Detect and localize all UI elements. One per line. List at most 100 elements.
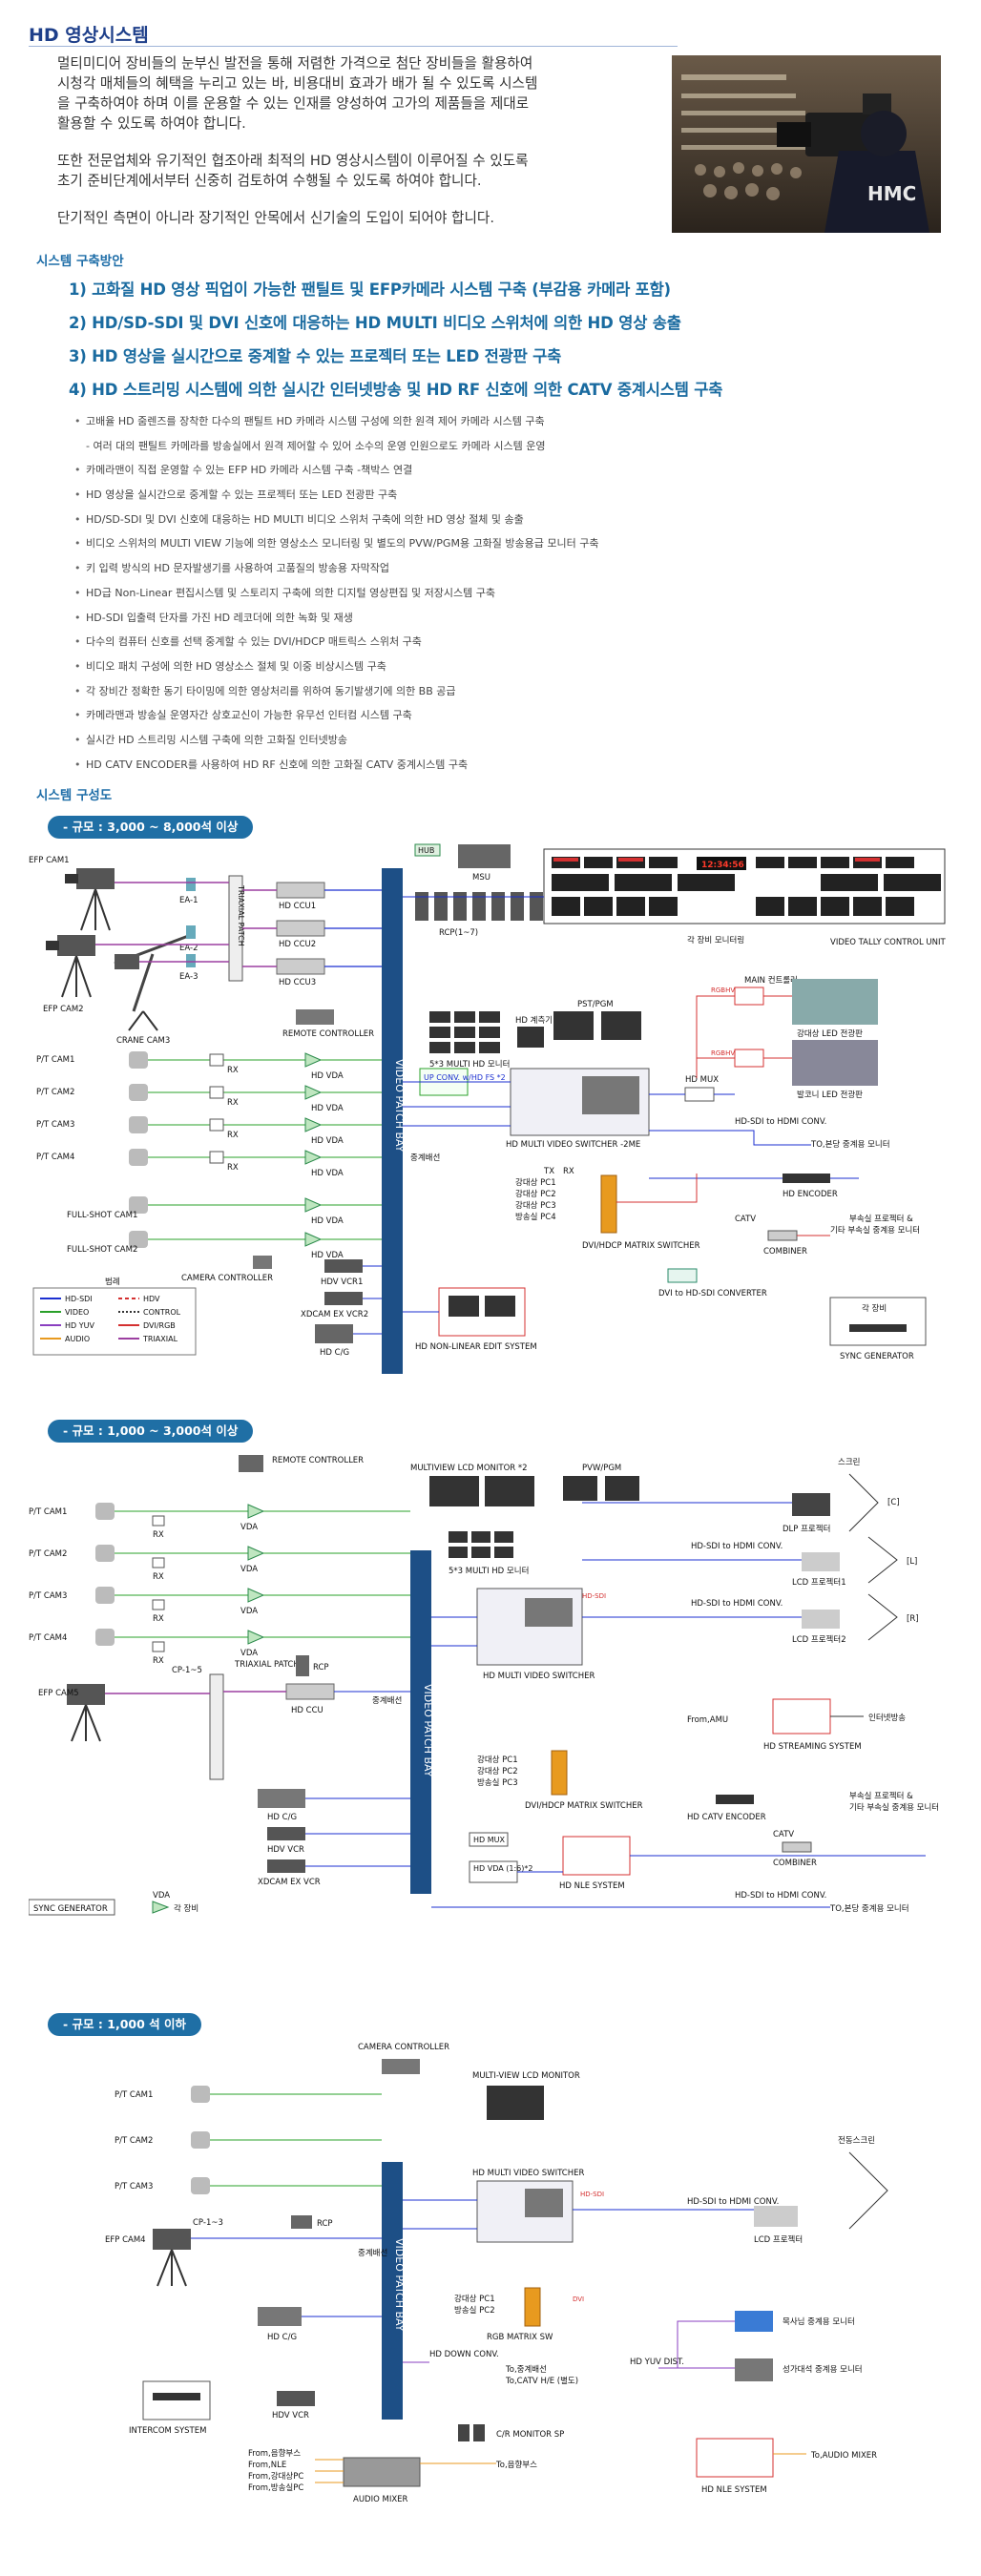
svg-text:CP-1~5: CP-1~5: [172, 1666, 202, 1675]
scale-badge-3: - 규모 : 1,000 석 이하: [48, 2013, 201, 2036]
feature-item: 비디오 패치 구성에 의한 HD 영상소스 절체 및 이중 비상시스템 구축: [74, 657, 895, 682]
pvw-pgm-label: PVW/PGM: [582, 1464, 621, 1473]
ccu-units: HD CCU1 HD CCU2 HD CCU3: [276, 882, 325, 987]
hd-mux-label: HD MUX: [685, 1075, 719, 1085]
multiview-lcd-label: MULTI-VIEW LCD MONITOR: [472, 2071, 580, 2081]
feature-item: 고배율 HD 줌렌즈를 장착한 다수의 팬틸트 HD 카메라 시스템 구성에 의…: [74, 412, 895, 437]
msu-device: [458, 844, 511, 868]
hdmi-conv-label: HD-SDI to HDMI CONV.: [735, 1117, 826, 1127]
choir-monitor-label: 성가대석 중계용 모니터: [783, 2364, 863, 2375]
svg-text:HD-SDI to HDMI CONV.: HD-SDI to HDMI CONV.: [691, 1599, 783, 1609]
dlp-label: DLP 프로젝터: [783, 1524, 830, 1534]
intro-paragraph-3: 단기적인 측면이 아니라 장기적인 안목에서 신기술의 도입이 되어야 합니다.: [57, 210, 494, 226]
monitoring-label: 각 장비 모니터링: [687, 935, 744, 945]
catv-label: CATV: [735, 1215, 756, 1224]
catv-encoder-label: HD CATV ENCODER: [687, 1813, 766, 1822]
led-main-label: 강대상 LED 전광판: [797, 1028, 863, 1039]
legend-item: VIDEO: [65, 1308, 89, 1317]
svg-text:HD VDA: HD VDA: [311, 1104, 344, 1113]
svg-text:HD C/G: HD C/G: [267, 2333, 297, 2342]
tally-clock: 12:34:56: [701, 861, 744, 870]
main-controller-label: MAIN 컨트롤러: [744, 975, 798, 986]
svg-text:P/T CAM2: P/T CAM2: [29, 1549, 67, 1559]
lcd-projector-label: LCD 프로젝터: [754, 2234, 803, 2245]
svg-text:RX: RX: [153, 1614, 164, 1624]
intro-line: 을 구축하여야 하며 이를 운용할 수 있는 인재를 양성하여 고가의 제품들을…: [57, 95, 530, 112]
feature-item: 카메라맨과 방송실 운영자간 상호교신이 가능한 유무선 인터컴 시스템 구축: [74, 706, 895, 731]
triax-patch-label: TRIAXIAL PATCH: [237, 884, 245, 946]
feature-item: HD-SDI 입출력 단자를 가진 HD 레코더에 의한 녹화 및 재생: [74, 609, 895, 634]
system-diagram-small: VIDEO PATCH BAY CAMERA CONTROLLER P/T CA…: [29, 2038, 959, 2563]
down-conv-label: HD DOWN CONV.: [429, 2350, 499, 2359]
audio-mixer-label: AUDIO MIXER: [353, 2495, 408, 2504]
feature-item: 카메라맨이 직접 운영할 수 있는 EFP HD 카메라 시스템 구축 -책박스…: [74, 461, 895, 486]
plan-item-1: 1) 고화질 HD 영상 픽업이 가능한 팬틸트 및 EFP카메라 시스템 구축…: [69, 280, 671, 299]
svg-text:VDA: VDA: [240, 1607, 258, 1616]
cg-label: HD C/G: [320, 1348, 349, 1358]
multi-monitor-label: 5*3 MULTI HD 모니터: [429, 1059, 510, 1070]
intro-line: 멀티미디어 장비들의 눈부신 발전을 통해 저렴한 가격으로 첨단 장비들을 활…: [57, 55, 533, 72]
dvi-conv-label: DVI to HD-SDI CONVERTER: [658, 1289, 767, 1298]
svg-text:From,강대상PC: From,강대상PC: [248, 2471, 303, 2482]
svg-text:각 장비: 각 장비: [174, 1903, 198, 1914]
full-shot-cam1-label: FULL-SHOT CAM1: [67, 1211, 137, 1220]
svg-text:각 장비: 각 장비: [862, 1303, 887, 1314]
pastor-monitor-label: 목사님 중계용 모니터: [783, 2316, 855, 2327]
svg-text:HD VDA (1:6)*2: HD VDA (1:6)*2: [473, 1864, 532, 1873]
title-divider: [29, 46, 678, 47]
svg-text:RX: RX: [227, 1066, 239, 1075]
svg-text:RX: RX: [227, 1098, 239, 1108]
svg-text:[C]: [C]: [887, 1498, 900, 1507]
svg-text:TX: TX: [543, 1167, 554, 1176]
camera-controller-label: CAMERA CONTROLLER: [181, 1274, 273, 1283]
efp-cam1-label: EFP CAM1: [29, 856, 70, 865]
legend-item: AUDIO: [65, 1335, 90, 1343]
legend-item: CONTROL: [143, 1308, 181, 1317]
efp-cam5-label: EFP CAM5: [38, 1689, 79, 1698]
svg-text:EA-2: EA-2: [179, 944, 198, 953]
internet-broadcast-label: 인터넷방송: [868, 1713, 906, 1723]
svg-text:RX: RX: [227, 1163, 239, 1173]
pc2-label: 강대상 PC2: [515, 1189, 556, 1199]
sync-generator-label-2: SYNC GENERATOR: [33, 1904, 108, 1914]
yuv-dist-label: HD YUV DIST.: [630, 2358, 684, 2367]
svg-text:XDCAM EX VCR: XDCAM EX VCR: [258, 1878, 321, 1887]
led-balcony-label: 발코니 LED 전광판: [797, 1090, 863, 1100]
catv-sub-label: 부속실 프로젝터 &: [849, 1214, 913, 1224]
patch-bay-label: VIDEO PATCH BAY: [393, 1059, 406, 1153]
plan-item-4: 4) HD 스트리밍 시스템에 의한 실시간 인터넷방송 및 HD RF 신호에…: [69, 381, 723, 399]
intro-paragraph-2: 또한 전문업체와 유기적인 협조아래 최적의 HD 영상시스템이 이루어질 수 …: [57, 151, 639, 191]
svg-text:RX: RX: [153, 1656, 164, 1666]
plan-item-3: 3) HD 영상을 실시간으로 중계할 수 있는 프로젝터 또는 LED 전광판…: [69, 347, 562, 365]
svg-text:RX: RX: [563, 1167, 574, 1176]
switcher-label-3: HD MULTI VIDEO SWITCHER: [472, 2169, 584, 2178]
svg-text:기타 부속실 중계용 모니터: 기타 부속실 중계용 모니터: [849, 1802, 939, 1813]
svg-text:강대상 PC2: 강대상 PC2: [477, 1766, 518, 1776]
svg-text:방송실 PC3: 방송실 PC3: [477, 1777, 518, 1788]
svg-text:CP-1~3: CP-1~3: [193, 2218, 223, 2228]
legend-item: HDV: [143, 1295, 160, 1303]
switcher-label-2: HD MULTI VIDEO SWITCHER: [483, 1672, 595, 1681]
patch-bay-label-3: VIDEO PATCH BAY: [393, 2238, 406, 2332]
pt-cam3-label: P/T CAM3: [36, 1120, 74, 1130]
svg-text:EA-1: EA-1: [179, 896, 198, 905]
svg-text:강대상 PC1: 강대상 PC1: [477, 1755, 518, 1765]
svg-text:RX: RX: [227, 1131, 239, 1140]
svg-text:P/T CAM3: P/T CAM3: [29, 1591, 67, 1601]
svg-text:HD VDA: HD VDA: [311, 1216, 344, 1226]
svg-text:RX: RX: [153, 1530, 164, 1540]
feature-item: 각 장비간 정확한 동기 타이밍에 의한 영상처리를 위하여 동기발생기에 의한…: [74, 682, 895, 707]
svg-text:COMBINER: COMBINER: [773, 1859, 817, 1868]
svg-text:중계배선: 중계배선: [358, 2248, 387, 2258]
svg-text:HD-SDI to HDMI CONV.: HD-SDI to HDMI CONV.: [735, 1891, 826, 1901]
feature-item: 실시간 HD 스트리밍 시스템 구축에 의한 고화질 인터넷방송: [74, 731, 895, 756]
matrix-label: DVI/HDCP MATRIX SWITCHER: [582, 1241, 700, 1251]
svg-text:TO,본당 중계용 모니터: TO,본당 중계용 모니터: [829, 1903, 909, 1914]
pst-pgm-label: PST/PGM: [577, 1000, 614, 1009]
feature-item: 비디오 스위처의 MULTI VIEW 기능에 의한 영상소스 모니터링 및 별…: [74, 534, 895, 559]
svg-text:중계배선: 중계배선: [372, 1695, 402, 1706]
svg-text:From,음향부스: From,음향부스: [248, 2449, 301, 2459]
svg-text:HDV VCR: HDV VCR: [272, 2411, 309, 2420]
svg-text:To,음향부스: To,음향부스: [495, 2461, 537, 2470]
relay-label: 중계배선: [410, 1153, 440, 1163]
